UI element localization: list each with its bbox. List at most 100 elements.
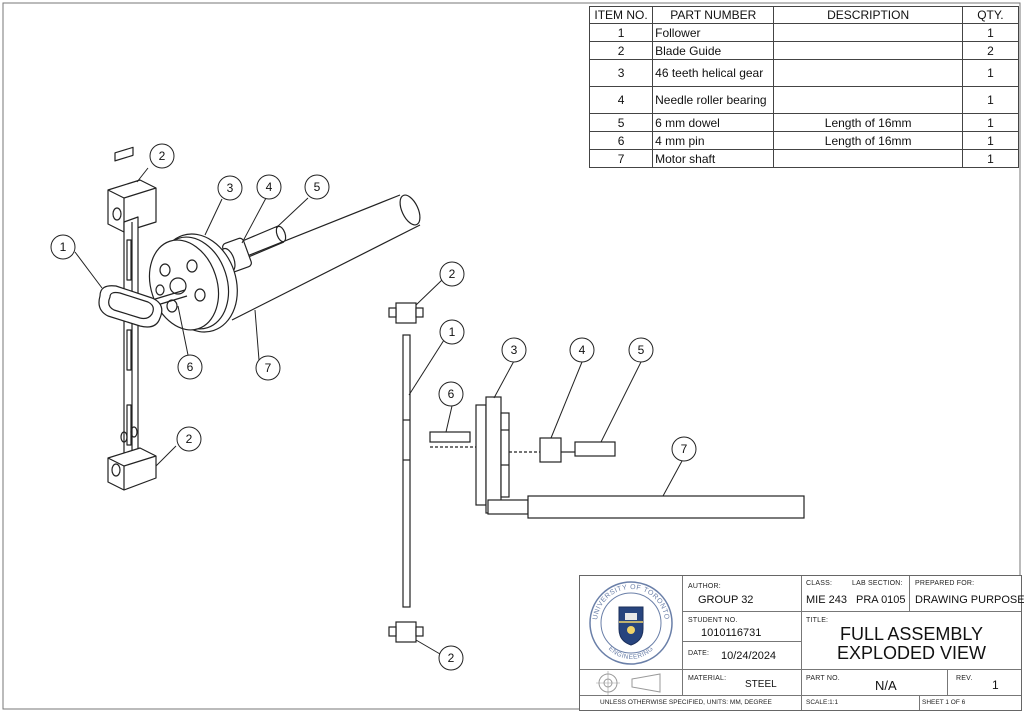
bom-part-number: Blade Guide	[652, 41, 775, 60]
balloon-label: 5	[314, 180, 321, 194]
balloon-label: 7	[681, 442, 688, 456]
side-view	[388, 302, 805, 643]
bom-qty: 1	[961, 86, 1020, 114]
balloon	[569, 337, 595, 363]
seal-motto: ENGINEERING	[607, 645, 655, 661]
part-no-label: PART NO.	[806, 675, 840, 682]
prepared-for-cell: PREPARED FOR: DRAWING PURPOSE	[910, 576, 1024, 612]
bom-description	[773, 86, 963, 114]
class-value: MIE 243	[806, 594, 847, 606]
table-row: 1 Follower 1	[588, 23, 1020, 42]
prepared-for-value: DRAWING PURPOSE	[915, 594, 1024, 606]
iso-motor-shaft	[211, 194, 421, 321]
isometric-balloons	[50, 143, 330, 467]
balloon-label: 2	[449, 267, 456, 281]
lab-section-label: LAB SECTION:	[852, 580, 903, 587]
bom-part-number: 6 mm dowel	[652, 113, 775, 132]
balloon-label: 3	[227, 181, 234, 195]
balloon	[256, 174, 282, 200]
scale-cell: SCALE:1:1	[802, 696, 920, 710]
balloon-label: 1	[449, 325, 456, 339]
balloon-label: 2	[159, 149, 166, 163]
title-block: UNIVERSITY OF TORONTO ENGINEERING AUTHOR…	[579, 575, 1024, 711]
side-blade-guide-bottom	[388, 621, 424, 643]
author-value: GROUP 32	[698, 594, 754, 606]
bom-item-no: 1	[588, 23, 654, 42]
units-note-cell: UNLESS OTHERWISE SPECIFIED, UNITS: MM, D…	[580, 696, 802, 710]
iso-gear	[148, 233, 238, 333]
isometric-view	[98, 146, 421, 491]
balloon-label: 2	[448, 651, 455, 665]
balloon-label: 7	[265, 361, 272, 375]
bom-qty: 1	[961, 131, 1020, 150]
balloon	[439, 261, 465, 287]
rev-cell: REV. 1	[948, 670, 1021, 696]
balloon	[217, 175, 243, 201]
balloon-label: 6	[448, 387, 455, 401]
balloon	[176, 426, 202, 452]
third-angle-projection-icon	[596, 671, 661, 695]
bom-qty: 1	[961, 149, 1020, 168]
balloon	[304, 174, 330, 200]
isometric-balloon-labels: 2 3 4 5 1 6 7 2	[60, 149, 321, 446]
sheet-cell: SHEET 1 OF 6	[920, 696, 1021, 710]
bom-part-number: Follower	[652, 23, 775, 42]
bom-item-no: 2	[588, 41, 654, 60]
balloon	[438, 381, 464, 407]
bom-header-qty: QTY.	[961, 6, 1020, 24]
author-label: AUTHOR:	[688, 583, 721, 590]
balloon-label: 3	[511, 343, 518, 357]
title-cell: TITLE: FULL ASSEMBLY EXPLODED VIEW	[802, 612, 1021, 670]
balloon-label: 2	[186, 432, 193, 446]
units-note: UNLESS OTHERWISE SPECIFIED, UNITS: MM, D…	[600, 699, 772, 706]
class-label: CLASS:	[806, 580, 833, 587]
bom-item-no: 5	[588, 113, 654, 132]
bill-of-materials-table: ITEM NO. PART NUMBER DESCRIPTION QTY. 1 …	[588, 6, 1020, 168]
part-no-cell: PART NO. N/A	[802, 670, 948, 696]
bom-item-no: 4	[588, 86, 654, 114]
bom-header-part: PART NUMBER	[652, 6, 775, 24]
bom-part-number: 4 mm pin	[652, 131, 775, 150]
rev-label: REV.	[956, 675, 973, 682]
bom-item-no: 6	[588, 131, 654, 150]
table-row: 3 46 teeth helical gear 1	[588, 59, 1020, 87]
balloon	[501, 337, 527, 363]
svg-text:ENGINEERING: ENGINEERING	[607, 645, 655, 661]
side-follower	[402, 334, 411, 608]
sheet-value: SHEET 1 OF 6	[922, 699, 966, 706]
bom-description: Length of 16mm	[773, 113, 963, 132]
university-crest-icon: UNIVERSITY OF TORONTO ENGINEERING	[589, 581, 673, 665]
student-no-label: STUDENT NO.	[688, 617, 738, 624]
bom-header-item: ITEM NO.	[588, 6, 654, 24]
rev-value: 1	[992, 678, 999, 692]
date-value: 10/24/2024	[721, 650, 777, 662]
projection-cell	[580, 670, 683, 696]
student-no-cell: STUDENT NO. 1010116731	[683, 612, 802, 642]
part-no-value: N/A	[875, 678, 897, 693]
table-row: 2 Blade Guide 2	[588, 41, 1020, 60]
side-blade-guide-top	[388, 302, 424, 324]
bom-description	[773, 23, 963, 42]
bom-description	[773, 59, 963, 87]
side-balloon-labels: 2 1 3 4 5 6 7 2	[448, 267, 688, 665]
bom-part-number: Needle roller bearing	[652, 86, 775, 114]
bom-description	[773, 149, 963, 168]
iso-follower	[98, 216, 163, 468]
drawing-title-line2: EXPLODED VIEW	[836, 643, 987, 663]
prepared-for-label: PREPARED FOR:	[915, 580, 975, 587]
date-cell: DATE: 10/24/2024	[683, 642, 802, 670]
bom-qty: 1	[961, 59, 1020, 87]
balloon-label: 4	[266, 180, 273, 194]
bom-part-number: 46 teeth helical gear	[652, 59, 775, 87]
table-row: 5 6 mm dowel Length of 16mm 1	[588, 113, 1020, 132]
balloon	[671, 436, 697, 462]
balloon	[439, 319, 465, 345]
material-cell: MATERIAL: STEEL	[683, 670, 802, 696]
side-gear	[475, 396, 540, 514]
side-dowel	[574, 441, 616, 457]
bom-qty: 1	[961, 113, 1020, 132]
side-balloons	[408, 261, 697, 671]
drawing-title-line1: FULL ASSEMBLY	[839, 624, 984, 644]
